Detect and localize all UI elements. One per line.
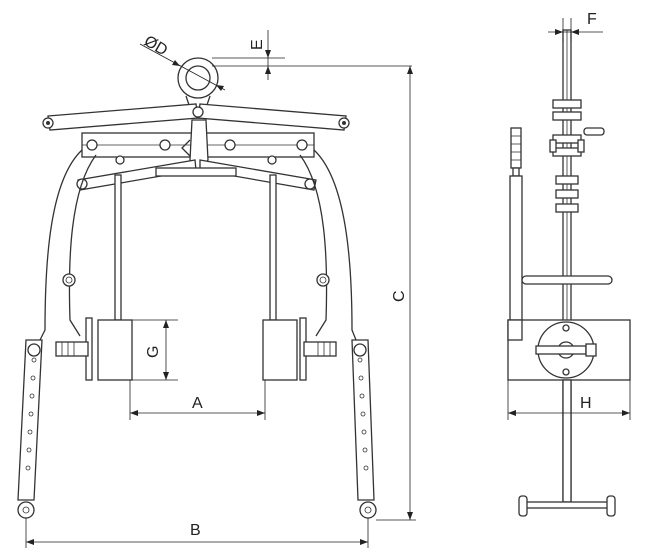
- dimension-e: E: [212, 30, 412, 80]
- dimension-h: H: [507, 380, 631, 420]
- dim-label-c: C: [391, 290, 408, 302]
- side-bolts-middle: [555, 175, 579, 213]
- dim-label-e: E: [249, 39, 266, 50]
- leg-left: [39, 149, 97, 341]
- leg-plate-left: [17, 339, 43, 519]
- dim-label-a: A: [192, 395, 203, 412]
- side-view: F H: [507, 11, 631, 517]
- top-arm-left: [42, 103, 199, 131]
- vertical-rod-left: [114, 174, 122, 321]
- lifting-eye: [177, 57, 219, 119]
- center-rod: [155, 167, 237, 177]
- leg-right: [299, 149, 357, 341]
- clamp-pad-left: [55, 317, 133, 381]
- dim-label-g: G: [145, 346, 162, 358]
- dimension-g: G: [132, 319, 178, 381]
- dim-label-b: B: [190, 522, 201, 539]
- leg-plate-right: [351, 339, 377, 519]
- side-cross-handle: [521, 275, 613, 285]
- front-view: ØD E C G: [17, 30, 416, 548]
- side-bolts-upper: [549, 99, 605, 157]
- dimension-a: A: [129, 380, 266, 420]
- vertical-rod-right: [269, 174, 277, 321]
- dim-label-h: H: [580, 395, 592, 412]
- dimension-f: F: [548, 11, 603, 42]
- clamp-pad-right: [262, 317, 337, 381]
- dimension-c: C: [376, 66, 416, 521]
- dim-label-f: F: [587, 11, 597, 28]
- side-threaded-rod: [509, 127, 523, 322]
- dim-label-d: ØD: [141, 33, 170, 60]
- side-pad-block: [507, 319, 631, 381]
- dimension-b: B: [25, 518, 369, 548]
- side-foot: [518, 379, 616, 517]
- top-arm-right: [197, 103, 350, 131]
- top-pivot: [192, 106, 204, 118]
